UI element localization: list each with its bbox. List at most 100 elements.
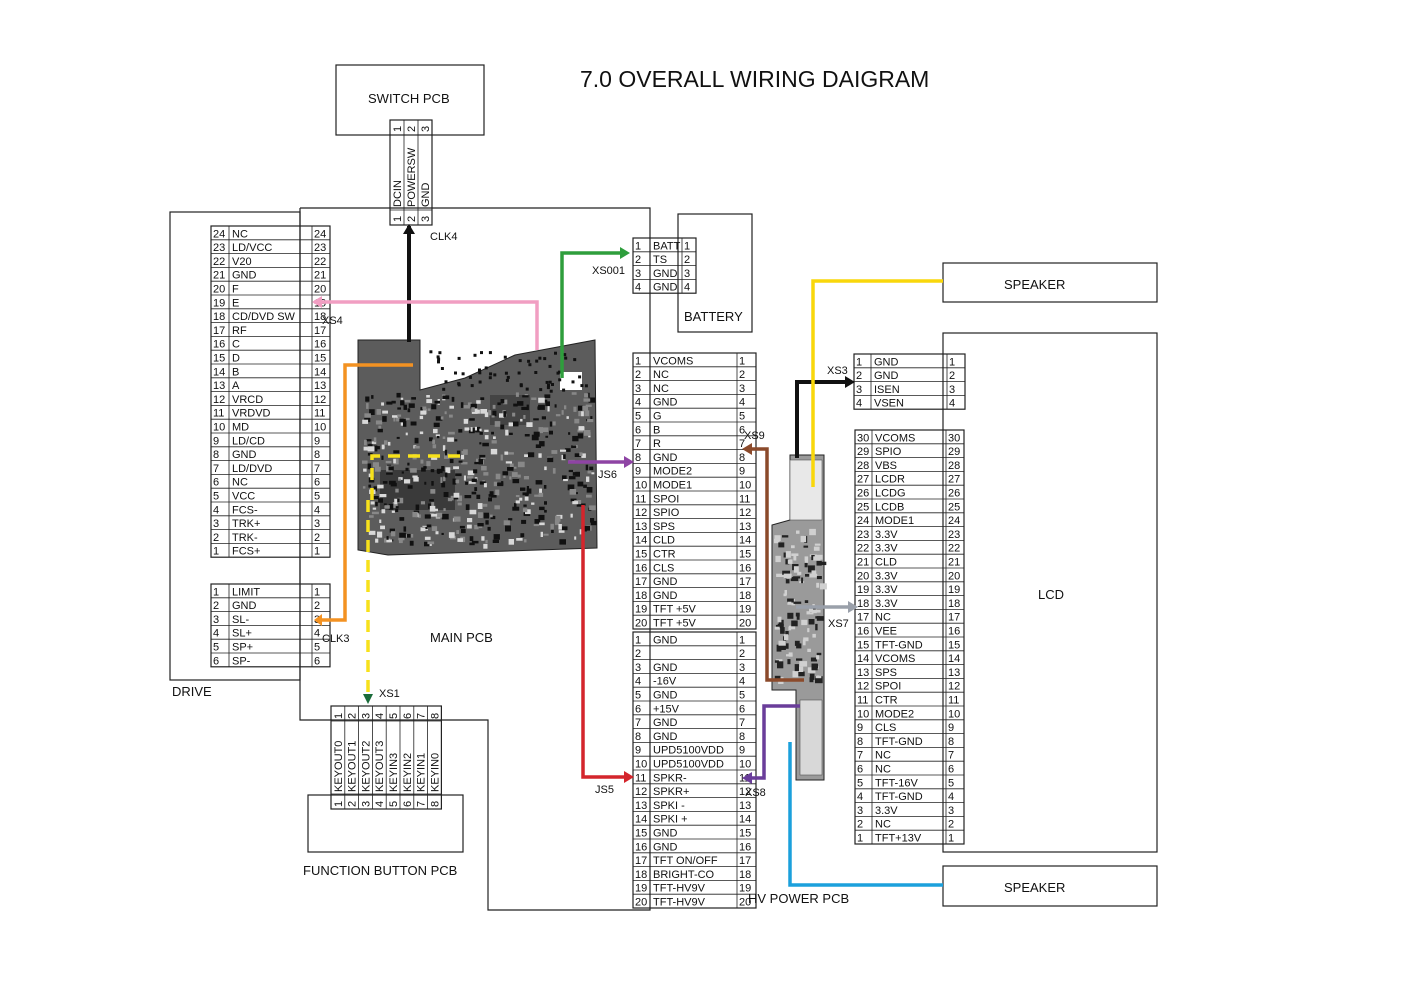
battery-box: [677, 213, 753, 333]
svg-text:3: 3: [420, 216, 432, 222]
arrow-xs3: [845, 376, 855, 388]
arrow-xs1: [363, 694, 373, 704]
svg-text:25: 25: [948, 501, 960, 513]
lcd-box: [942, 332, 1158, 853]
lcd-label: LCD: [1038, 587, 1064, 602]
svg-text:20: 20: [948, 570, 960, 582]
js6-pin-8: GND: [653, 452, 678, 464]
lcd-pin-4: LCDR: [875, 474, 905, 486]
js5-pin-1: GND: [653, 634, 678, 646]
svg-text:15: 15: [635, 828, 647, 840]
svg-text:4: 4: [314, 504, 320, 516]
svg-text:20: 20: [739, 897, 751, 909]
function-pin-5: KEYIN3: [388, 753, 400, 792]
svg-text:12: 12: [857, 681, 869, 693]
svg-text:7: 7: [416, 801, 428, 807]
svg-text:13: 13: [739, 521, 751, 533]
svg-text:10: 10: [314, 422, 326, 434]
svg-text:8: 8: [429, 713, 441, 719]
arrow-xs7: [848, 601, 858, 613]
svg-text:18: 18: [857, 598, 869, 610]
wire-speaker-top: [811, 279, 943, 487]
lcd-pin-17: VCOMS: [875, 653, 915, 665]
js6-pin-6: B: [653, 424, 660, 436]
svg-text:18: 18: [314, 311, 326, 323]
lcd-pin-18: SPS: [875, 667, 897, 679]
js5-pin-20: TFT-HV9V: [653, 897, 706, 909]
js6-pin-13: SPS: [653, 521, 675, 533]
svg-text:20: 20: [857, 570, 869, 582]
drive-motor-pin-4: SL+: [232, 628, 252, 640]
xs3-pin-3: ISEN: [874, 384, 900, 396]
svg-text:17: 17: [857, 612, 869, 624]
svg-text:12: 12: [739, 786, 751, 798]
svg-text:3: 3: [420, 126, 432, 132]
lcd-pin-3: VBS: [875, 460, 897, 472]
svg-text:2: 2: [635, 254, 641, 266]
label-clk4: CLK4: [430, 231, 458, 243]
drive-main-pin-4: GND: [232, 270, 257, 282]
svg-text:3: 3: [857, 805, 863, 817]
svg-text:14: 14: [635, 814, 647, 826]
lcd-pin-1: VCOMS: [875, 432, 915, 444]
svg-text:4: 4: [948, 791, 954, 803]
js5-pin-6: +15V: [653, 703, 680, 715]
svg-text:20: 20: [635, 618, 647, 630]
drive-main-pin-22: TRK+: [232, 518, 260, 530]
main-pcb-board-graphic: [357, 339, 598, 556]
svg-text:5: 5: [213, 491, 219, 503]
svg-text:1: 1: [213, 586, 219, 598]
svg-text:8: 8: [948, 736, 954, 748]
label-xs9: XS9: [744, 430, 765, 442]
svg-text:22: 22: [213, 256, 225, 268]
drive-main-pin-20: VCC: [232, 491, 255, 503]
svg-text:14: 14: [739, 535, 751, 547]
svg-text:3: 3: [948, 805, 954, 817]
lcd-pin-7: MODE1: [875, 515, 914, 527]
lcd-pin-15: VEE: [875, 626, 897, 638]
lcd-pin-8: 3.3V: [875, 529, 898, 541]
svg-text:19: 19: [635, 883, 647, 895]
arrow-xs8: [742, 772, 752, 784]
lcd-pin-28: 3.3V: [875, 805, 898, 817]
svg-text:6: 6: [635, 703, 641, 715]
svg-text:3: 3: [684, 268, 690, 280]
svg-text:27: 27: [948, 474, 960, 486]
svg-text:13: 13: [314, 380, 326, 392]
svg-text:17: 17: [314, 325, 326, 337]
svg-text:1: 1: [739, 634, 745, 646]
svg-text:2: 2: [213, 600, 219, 612]
svg-text:9: 9: [635, 745, 641, 757]
svg-text:23: 23: [213, 242, 225, 254]
svg-text:5: 5: [635, 411, 641, 423]
wires: [312, 224, 943, 887]
arrow-clk4: [403, 224, 415, 234]
switch-connector: 1 2 3 1 2 3 DCIN POWERSW GND: [389, 119, 433, 226]
svg-text:10: 10: [635, 480, 647, 492]
svg-text:1: 1: [948, 833, 954, 845]
js6-pin-18: GND: [653, 590, 678, 602]
label-xs4: XS4: [322, 315, 343, 327]
arrow-xs4: [312, 296, 322, 308]
js6-pin-16: CLS: [653, 562, 674, 574]
js5-pin-18: BRIGHT-CO: [653, 869, 715, 881]
svg-text:12: 12: [739, 507, 751, 519]
battery-pin-2: TS: [653, 254, 667, 266]
svg-text:28: 28: [857, 460, 869, 472]
svg-text:15: 15: [948, 639, 960, 651]
svg-text:2: 2: [347, 801, 359, 807]
svg-text:11: 11: [635, 772, 646, 784]
svg-text:2: 2: [856, 370, 862, 382]
svg-text:3: 3: [360, 801, 372, 807]
drive-main-pin-23: TRK-: [232, 532, 258, 544]
svg-text:9: 9: [635, 466, 641, 478]
svg-text:9: 9: [857, 722, 863, 734]
js6-pin-9: MODE2: [653, 466, 692, 478]
svg-text:10: 10: [948, 708, 960, 720]
svg-text:10: 10: [213, 422, 225, 434]
js6-pin-4: GND: [653, 397, 678, 409]
